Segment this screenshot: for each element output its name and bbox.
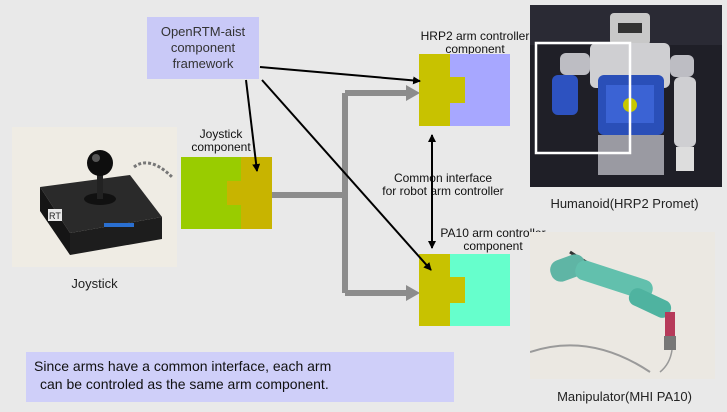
joystick-rt-logo	[48, 209, 62, 221]
pa10-label-line-1: PA10 arm controller	[440, 226, 546, 240]
pa10-component-label: PA10 arm controller component	[418, 227, 568, 253]
framework-box: OpenRTM-aist component framework	[147, 17, 259, 79]
hrp2-label-line-1: HRP2 arm controller	[420, 29, 530, 43]
framework-arrows	[245, 66, 436, 271]
joystick-label-line-1: Joystick	[199, 127, 243, 141]
manipulator-caption: Manipulator(MHI PA10)	[557, 389, 692, 404]
note-line-1: Since arms have a common interface, each…	[34, 358, 332, 374]
framework-label-line-2: component	[170, 40, 236, 55]
pa10-label-line-2: component	[463, 239, 523, 253]
framework-label-line-3: framework	[172, 56, 234, 71]
humanoid-illustration	[530, 5, 722, 187]
humanoid-caption: Humanoid(HRP2 Promet)	[550, 196, 699, 211]
hrp2-component-label: HRP2 arm controller component	[395, 30, 555, 56]
hrp2-label-line-2: component	[445, 42, 505, 56]
gray-arrowhead-pa10	[406, 285, 420, 301]
arrow-framework-to-joystick	[245, 79, 261, 172]
common-interface-label: Common interface for robot arm controlle…	[368, 172, 518, 198]
manipulator-illustration	[530, 232, 715, 379]
joystick-photo: RT	[12, 127, 177, 267]
joystick-caption: Joystick	[71, 276, 118, 291]
note-line-2: can be controled as the same arm compone…	[40, 376, 329, 392]
joystick-illustration: RT	[12, 127, 177, 267]
gray-arrowhead-hrp2	[406, 85, 420, 101]
pa10-component-connector	[419, 254, 465, 326]
joystick-label-line-2: component	[191, 140, 251, 154]
arrow-framework-to-hrp2	[259, 66, 421, 85]
gray-connection-arrows	[272, 90, 408, 296]
note-box: Since arms have a common interface, each…	[26, 352, 454, 402]
humanoid-photo	[530, 5, 722, 187]
common-interface-line-1: Common interface	[393, 171, 493, 185]
joystick-component-connector	[227, 157, 272, 229]
manipulator-photo	[530, 232, 715, 379]
humanoid-arm-highlight	[534, 41, 632, 155]
arrow-framework-to-pa10	[261, 79, 432, 271]
common-interface-line-2: for robot arm controller	[382, 184, 504, 198]
hrp2-component-connector	[419, 54, 465, 126]
joystick-component-label: Joystick component	[181, 128, 261, 154]
joystick-logo-text: RT	[49, 211, 61, 221]
framework-label-line-1: OpenRTM-aist	[160, 24, 246, 39]
